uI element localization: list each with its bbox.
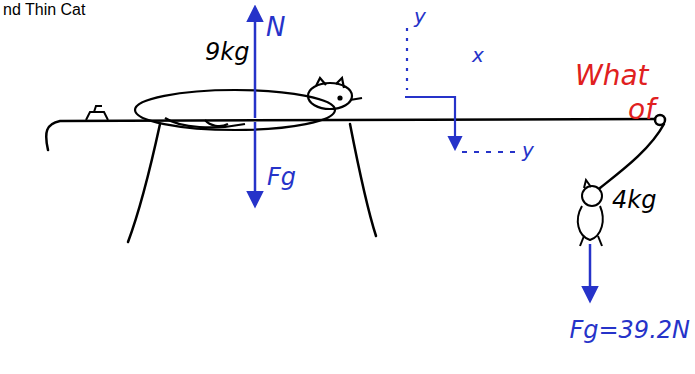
table: [46, 115, 665, 242]
force-label: N: [266, 14, 285, 40]
heading: nd Thin Cat: [3, 2, 85, 18]
axis-label: y: [522, 140, 534, 160]
thin-cat: [578, 180, 603, 246]
force-label: Fg: [267, 165, 296, 189]
toy: [86, 106, 108, 120]
question-note: of: [628, 96, 655, 124]
mass-label: 9kg: [205, 40, 249, 64]
axis-label: x: [472, 45, 484, 65]
weight-arrow: [589, 244, 592, 300]
mass-label: 4kg: [612, 188, 656, 212]
question-note: What: [575, 62, 649, 90]
fat-cat: [135, 78, 362, 130]
force-arrows: [254, 8, 257, 205]
force-label: Fg=39.2N: [569, 318, 690, 342]
axis-label: y: [414, 6, 426, 26]
axes: [405, 28, 515, 152]
